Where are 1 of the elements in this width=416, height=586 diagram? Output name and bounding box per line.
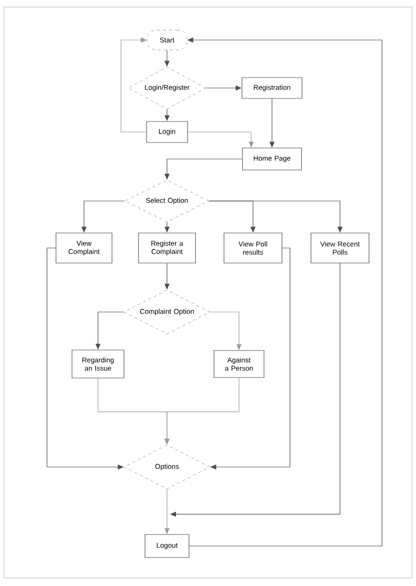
arrow	[170, 263, 340, 517]
